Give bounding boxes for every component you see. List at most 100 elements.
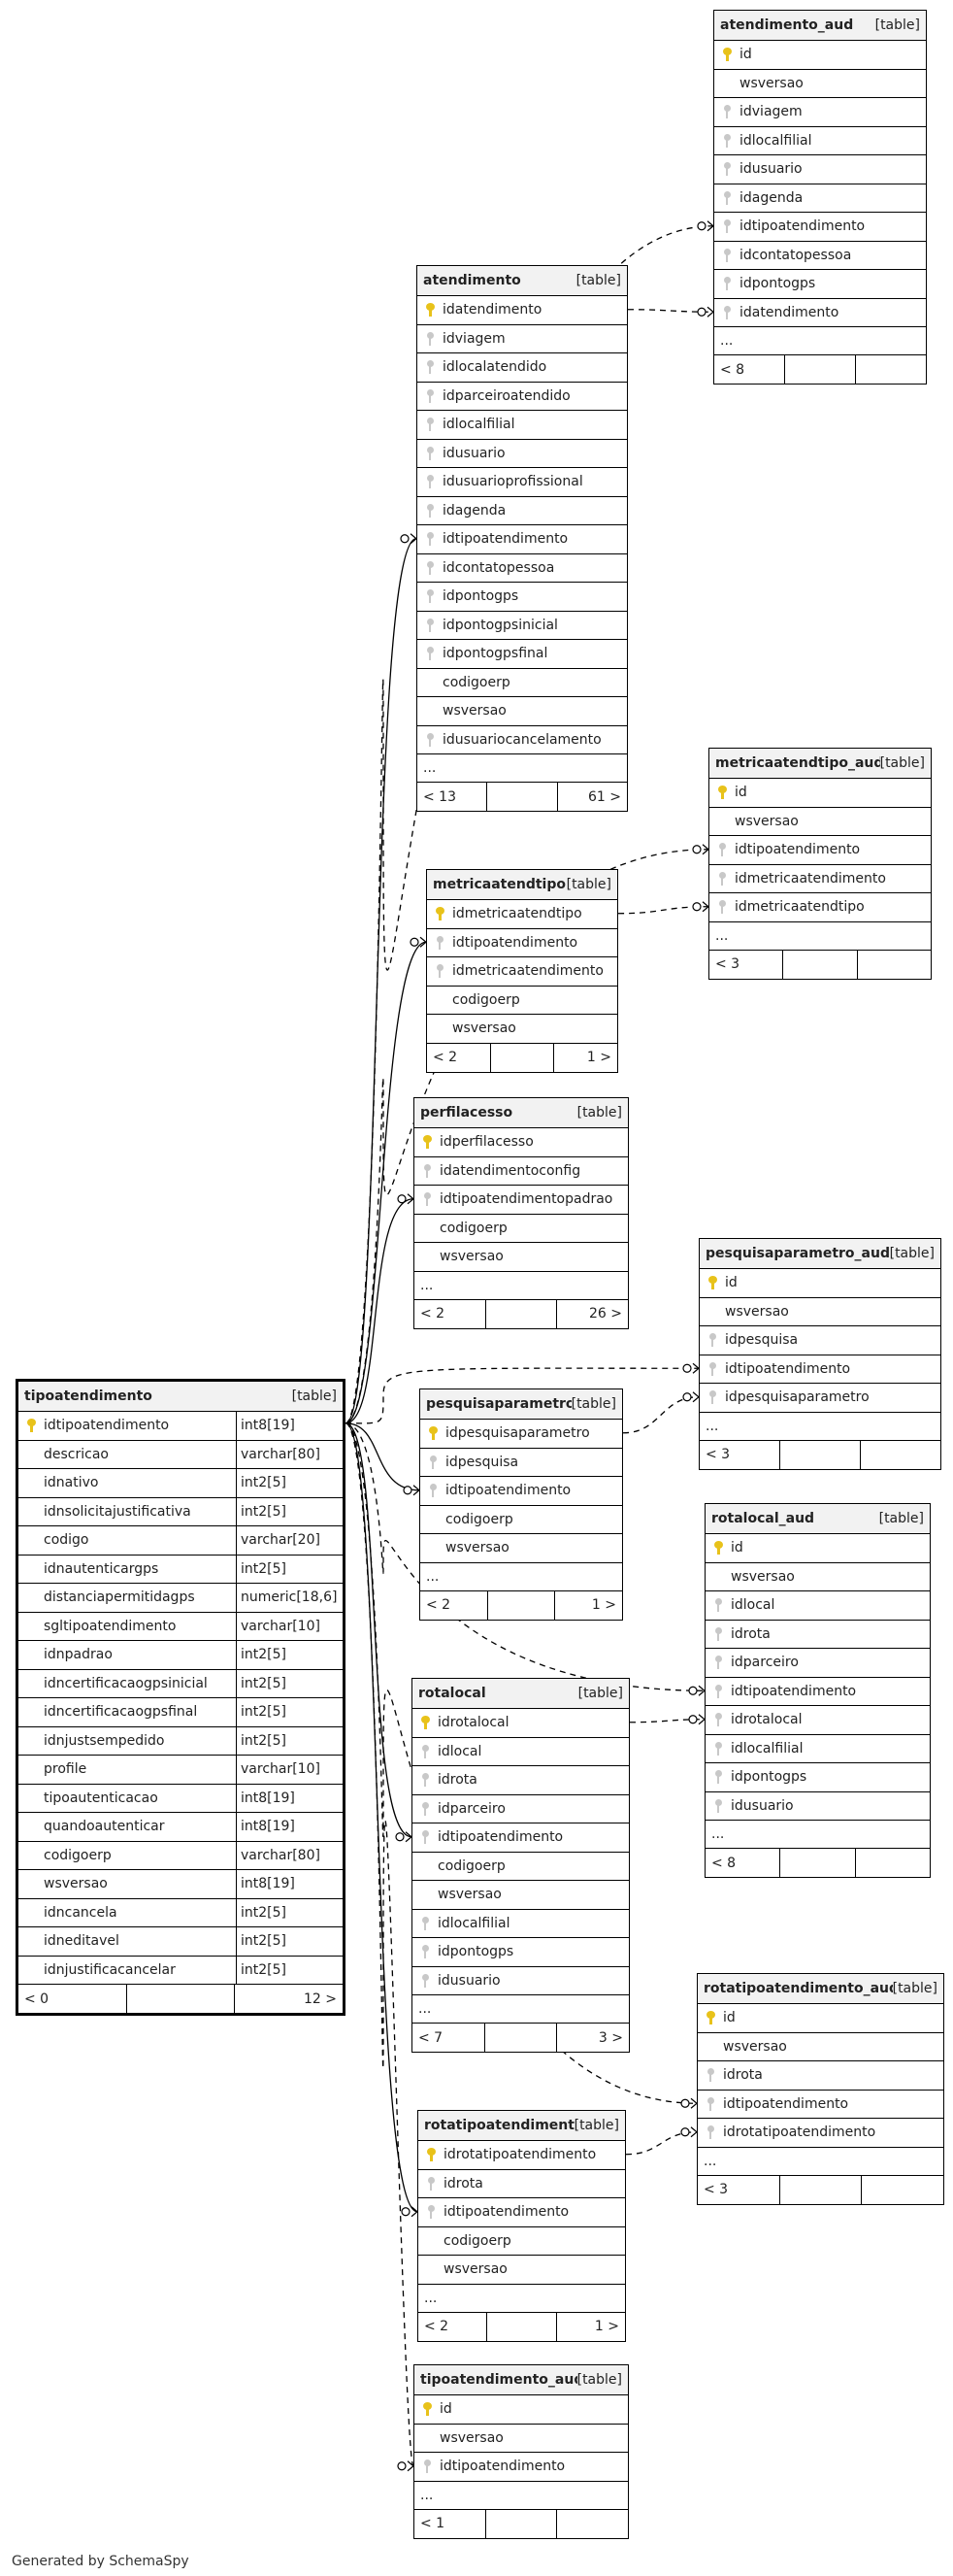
- column-row[interactable]: wsversao: [706, 1563, 930, 1591]
- table-rotatipoatendimento[interactable]: rotatipoatendimento[table]idrotatipoaten…: [417, 2110, 626, 2342]
- column-row[interactable]: wsversao: [412, 1881, 629, 1910]
- table-name[interactable]: atendimento_aud: [720, 17, 854, 33]
- column-row[interactable]: idtipoatendimento: [714, 213, 926, 242]
- column-row[interactable]: codigoerp: [414, 1215, 628, 1243]
- column-row[interactable]: idlocalfilial: [706, 1735, 930, 1763]
- column-row[interactable]: idrota: [698, 2061, 943, 2091]
- column-row[interactable]: wsversao: [414, 1243, 628, 1272]
- column-row[interactable]: idtipoatendimento: [427, 929, 617, 957]
- table-name[interactable]: tipoatendimento: [24, 1388, 152, 1404]
- column-row[interactable]: idpontogpsinicial: [417, 612, 627, 640]
- column-row[interactable]: id: [706, 1534, 930, 1563]
- column-row[interactable]: idlocalfilial: [714, 127, 926, 155]
- table-name[interactable]: rotalocal_aud: [711, 1511, 815, 1526]
- column-row[interactable]: codigoerp: [427, 987, 617, 1015]
- column-row[interactable]: id: [714, 41, 926, 70]
- column-row[interactable]: wsversao: [417, 697, 627, 726]
- column-row[interactable]: idviagem: [417, 325, 627, 353]
- column-row[interactable]: idmetricaatendtipo: [427, 900, 617, 929]
- column-row[interactable]: idusuarioprofissional: [417, 468, 627, 497]
- column-row[interactable]: idusuario: [417, 440, 627, 468]
- column-row[interactable]: idperfilacesso: [414, 1128, 628, 1157]
- column-row[interactable]: idpontogps: [412, 1938, 629, 1967]
- column-row[interactable]: id: [698, 2004, 943, 2033]
- column-row[interactable]: idpontogpsfinal: [417, 640, 627, 669]
- column-row[interactable]: idpontogps: [417, 583, 627, 612]
- column-row[interactable]: idtipoatendimento: [709, 836, 931, 865]
- column-row[interactable]: idpesquisa: [700, 1326, 940, 1355]
- column-row[interactable]: idpontogps: [706, 1763, 930, 1792]
- table-name[interactable]: metricaatendtipo_aud: [715, 755, 880, 771]
- column-row[interactable]: idusuariocancelamento: [417, 726, 627, 754]
- column-row[interactable]: idcontatopessoa: [714, 242, 926, 270]
- table-name[interactable]: pesquisaparametro: [426, 1396, 572, 1412]
- column-row[interactable]: codigoerp: [412, 1853, 629, 1881]
- table-name[interactable]: atendimento: [423, 273, 521, 288]
- column-row[interactable]: codigoerp: [417, 669, 627, 697]
- column-row[interactable]: idtipoatendimento: [420, 1477, 622, 1506]
- column-row[interactable]: idmetricaatendimento: [709, 865, 931, 893]
- column-row[interactable]: idrotatipoatendimento: [698, 2119, 943, 2148]
- column-row[interactable]: idusuario: [706, 1792, 930, 1821]
- column-row[interactable]: id: [414, 2395, 628, 2425]
- column-row[interactable]: idatendimento: [417, 296, 627, 325]
- column-row[interactable]: wsversao: [418, 2256, 625, 2285]
- column-row[interactable]: idagenda: [714, 184, 926, 213]
- column-row[interactable]: idmetricaatendtipo: [709, 893, 931, 922]
- column-row[interactable]: idtipoatendimento: [418, 2198, 625, 2227]
- table-name[interactable]: pesquisaparametro_aud: [706, 1246, 890, 1261]
- column-row[interactable]: wsversao: [414, 2425, 628, 2453]
- column-row[interactable]: idlocalfilial: [412, 1910, 629, 1938]
- column-row[interactable]: idpesquisaparametro: [420, 1420, 622, 1449]
- column-row[interactable]: idlocal: [412, 1738, 629, 1766]
- column-row[interactable]: idrota: [706, 1621, 930, 1649]
- table-name[interactable]: perfilacesso: [420, 1105, 513, 1121]
- column-row[interactable]: idtipoatendimento: [412, 1823, 629, 1853]
- column-row[interactable]: idrotatipoatendimento: [418, 2141, 625, 2170]
- column-row[interactable]: idpesquisa: [420, 1449, 622, 1477]
- column-row[interactable]: idrotalocal: [706, 1706, 930, 1735]
- column-row[interactable]: wsversao: [420, 1534, 622, 1563]
- column-row[interactable]: idpontogps: [714, 270, 926, 299]
- table-name[interactable]: rotatipoatendimento_aud: [704, 1981, 893, 1996]
- column-row[interactable]: idtipoatendimento: [414, 2453, 628, 2482]
- column-row[interactable]: idatendimentoconfig: [414, 1157, 628, 1186]
- column-row[interactable]: idviagem: [714, 98, 926, 127]
- column-row[interactable]: wsversao: [709, 808, 931, 836]
- table-name[interactable]: rotatipoatendimento: [424, 2118, 575, 2133]
- column-row[interactable]: idtipoatendimento: [700, 1355, 940, 1384]
- column-row[interactable]: idtipoatendimento: [706, 1678, 930, 1706]
- column-row[interactable]: idparceiro: [706, 1649, 930, 1678]
- column-row[interactable]: id: [709, 779, 931, 808]
- column-row[interactable]: idpesquisaparametro: [700, 1384, 940, 1413]
- column-row[interactable]: idtipoatendimentopadrao: [414, 1186, 628, 1215]
- column-row[interactable]: idmetricaatendimento: [427, 957, 617, 987]
- column-row[interactable]: idrota: [412, 1766, 629, 1795]
- table-name[interactable]: metricaatendtipo: [433, 877, 566, 892]
- column-row[interactable]: idusuario: [412, 1967, 629, 1995]
- column-row[interactable]: codigoerp: [420, 1506, 622, 1534]
